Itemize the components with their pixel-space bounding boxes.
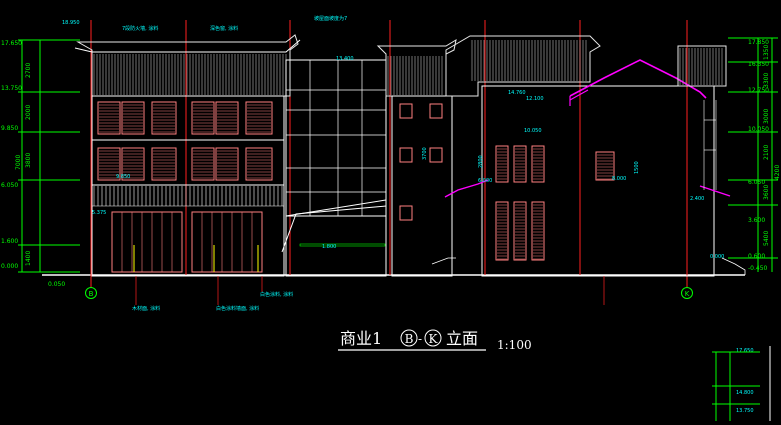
dim-value: 1350	[763, 45, 770, 60]
left-dimension-values: 2700 2000 3800 7000 1400	[15, 63, 32, 266]
callout: 7段防火墙, 涂料	[122, 25, 158, 32]
axis-bubble-left: B	[85, 287, 97, 299]
callout: 白色涂料, 涂料	[260, 291, 293, 298]
callout: 木材面, 涂料	[132, 305, 160, 312]
callout: 1.800	[322, 244, 336, 250]
elev-label: 0.600	[748, 253, 765, 260]
callout: 深色窗, 涂料	[210, 25, 238, 32]
dim-value: 3800	[25, 153, 32, 168]
elev-label: 16.350	[748, 61, 769, 68]
axis-bubble-right: K	[681, 287, 693, 299]
title-axis-to: K	[429, 332, 439, 346]
elev-label: -0.450	[748, 265, 768, 272]
callout: 10.050	[524, 128, 542, 134]
title-axis-from: B	[405, 332, 414, 346]
building-block-right	[431, 45, 746, 277]
drawing-title-block: 商业1 B - K 立面 1:100	[338, 329, 532, 352]
window-louvers	[497, 148, 613, 260]
dim-value: 3600	[763, 185, 770, 200]
callout: 1500	[634, 161, 640, 174]
callout: 17.650	[736, 348, 754, 354]
callouts: 18.950 7段防火墙, 涂料 深色窗, 涂料 坡屋面坡度为7 13.400 …	[62, 15, 754, 414]
elev-label: 0.000	[1, 263, 18, 270]
callout: 3700	[422, 147, 428, 160]
callout: 9.850	[116, 174, 130, 180]
shopfront	[111, 211, 263, 273]
callout: 6.000	[478, 178, 492, 184]
building-block-center	[376, 35, 601, 277]
elev-label: 3.600	[748, 217, 765, 224]
balcony-rail	[92, 186, 284, 207]
callout: 14.800	[736, 390, 754, 396]
elev-label: 0.050	[48, 281, 65, 288]
axis-label: B	[89, 290, 94, 298]
roof-hatching	[679, 48, 723, 85]
title-dash: -	[418, 332, 422, 346]
elev-label: 9.850	[1, 125, 18, 132]
callout: 坡屋面坡度为7	[314, 15, 347, 22]
callout: 18.950	[62, 20, 80, 26]
elev-label: 10.050	[748, 126, 769, 133]
building-block-left	[74, 34, 301, 277]
window-group-upper	[97, 101, 273, 181]
window-louvers	[99, 104, 271, 179]
callout: 13.400	[336, 56, 354, 62]
callout: 8.000	[612, 176, 626, 182]
building-block-middle	[281, 59, 387, 277]
elev-label: 13.750	[1, 85, 22, 92]
drawing-scale: 1:100	[497, 338, 532, 352]
callout: 14.760	[508, 90, 526, 96]
shopfront-mullions	[121, 212, 253, 272]
axis-label: K	[685, 290, 690, 298]
dim-value: 3000	[763, 109, 770, 124]
elev-label: 12.750	[748, 87, 769, 94]
left-dimension-chain	[18, 39, 80, 273]
dim-value: 5400	[763, 231, 770, 246]
right-dimension-values: 1350 3300 3000 2100 3600 5400 4200	[763, 45, 781, 246]
dim-value: 4200	[774, 165, 781, 180]
left-elevation-labels: 17.650 13.750 9.850 6.050 1.600 0.000 0.…	[1, 40, 65, 288]
roof-hatching	[387, 56, 443, 95]
title-suffix: 立面	[446, 329, 478, 348]
callout: 13.750	[736, 408, 754, 414]
callout: 5.375	[92, 210, 106, 216]
leader-lines	[135, 276, 605, 305]
roof-hatching	[471, 40, 587, 81]
elev-label: 1.600	[1, 238, 18, 245]
roof-hatching	[93, 54, 287, 95]
dim-value: 2100	[763, 145, 770, 160]
callout: 2.400	[690, 196, 704, 202]
callout: 2800	[478, 155, 484, 168]
elev-label: 17.650	[1, 40, 22, 47]
dim-value: 3300	[763, 73, 770, 88]
elev-label: 6.050	[748, 179, 765, 186]
drawing-title: 商业1	[340, 329, 382, 348]
right-elevation-labels: 17.850 16.350 12.750 10.050 6.050 3.600 …	[748, 39, 769, 272]
dim-value: 2700	[25, 63, 32, 78]
dim-value: 2000	[25, 105, 32, 120]
axis-lines	[90, 20, 688, 288]
callout: 白色涂料墙面, 涂料	[216, 305, 259, 312]
elev-label: 6.050	[1, 182, 18, 189]
dim-value: 1400	[25, 251, 32, 266]
partial-drawing-bottom-right	[712, 346, 771, 421]
callout: 12.100	[526, 96, 544, 102]
callout: 0.000	[710, 254, 724, 260]
dim-value: 7000	[15, 155, 22, 170]
elev-label: 17.850	[748, 39, 769, 46]
right-dimension-chain	[728, 37, 778, 272]
